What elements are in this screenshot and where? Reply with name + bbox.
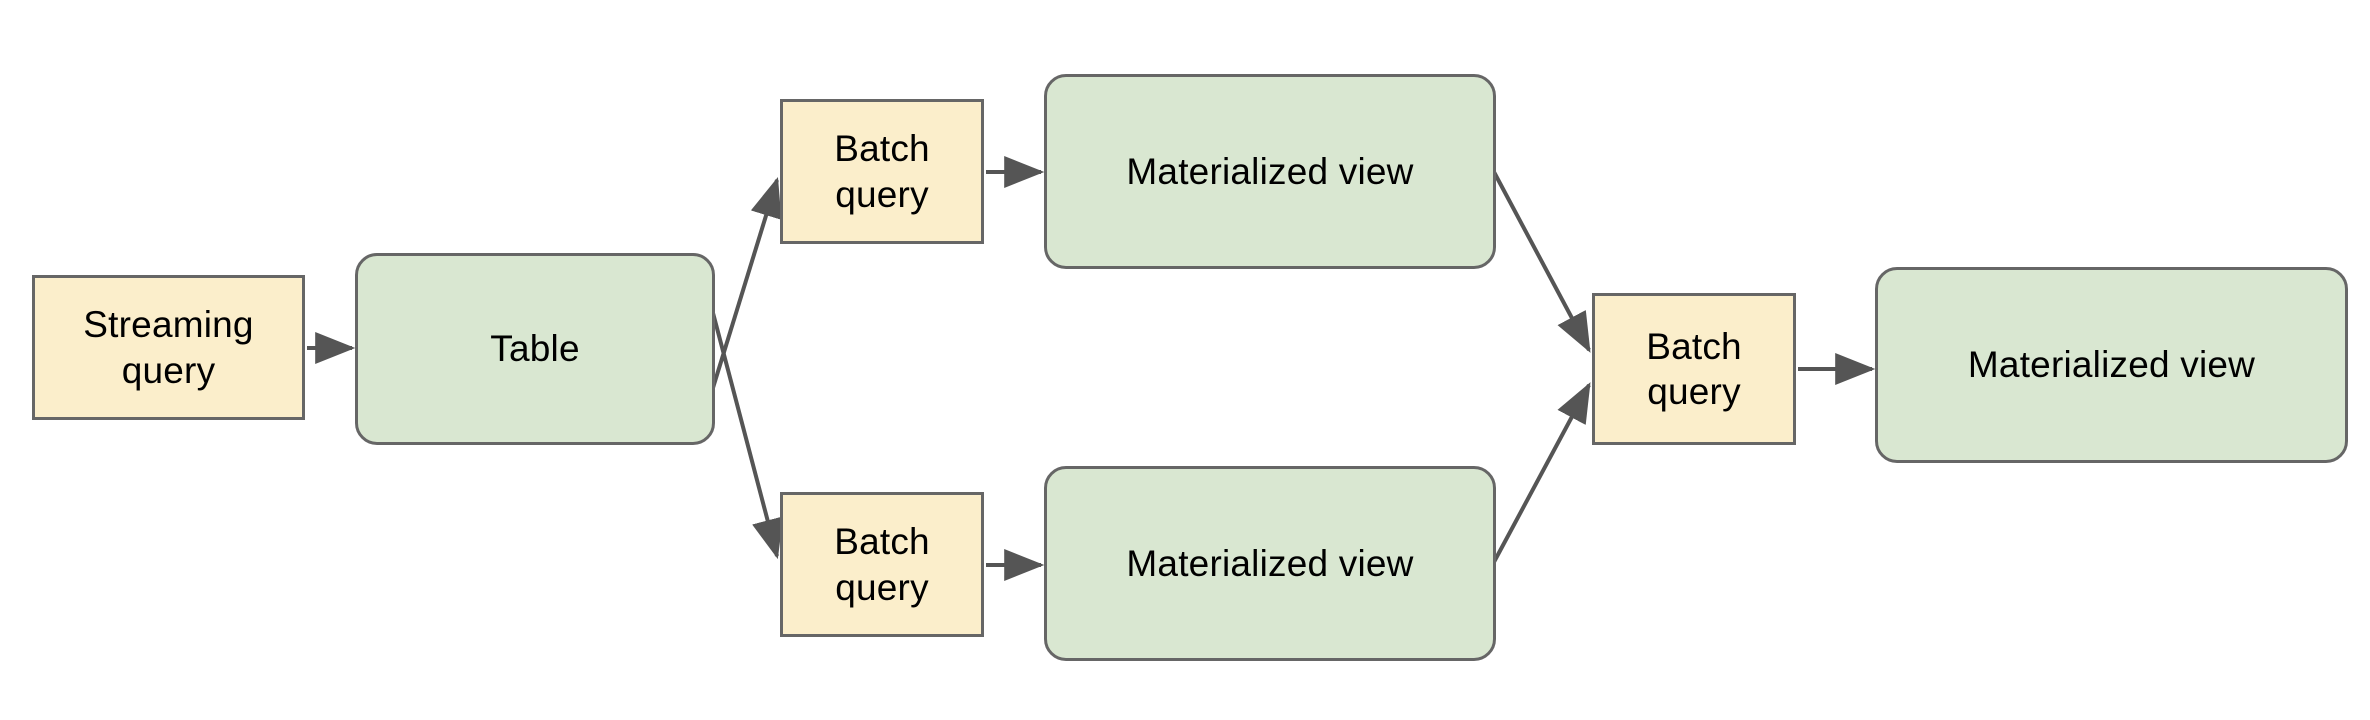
node-streaming-query[interactable]: Streaming query (32, 275, 305, 420)
edge-materialized-view-top-to-batch-query-merge (1492, 171, 1591, 353)
node-materialized-view-top[interactable]: Materialized view (1044, 74, 1496, 269)
node-label: Batch query (834, 521, 930, 608)
node-label: Streaming query (83, 304, 254, 391)
node-batch-query-bottom[interactable]: Batch query (780, 492, 984, 637)
node-materialized-view-final[interactable]: Materialized view (1875, 267, 2348, 463)
node-label: Batch query (1646, 325, 1742, 412)
edge-table-to-batch-query-top (706, 176, 782, 405)
node-label: Materialized view (1126, 150, 1414, 192)
edge-materialized-view-bottom-to-batch-query-merge (1492, 382, 1591, 563)
node-label: Materialized view (1126, 542, 1414, 584)
node-table[interactable]: Table (355, 253, 715, 445)
node-materialized-view-bottom[interactable]: Materialized view (1044, 466, 1496, 661)
node-batch-query-top[interactable]: Batch query (780, 99, 984, 244)
node-label: Batch query (834, 128, 930, 215)
node-label: Materialized view (1967, 344, 2256, 386)
edge-table-to-batch-query-bottom (706, 293, 784, 560)
node-label: Table (490, 328, 580, 370)
node-batch-query-merge[interactable]: Batch query (1592, 293, 1796, 445)
